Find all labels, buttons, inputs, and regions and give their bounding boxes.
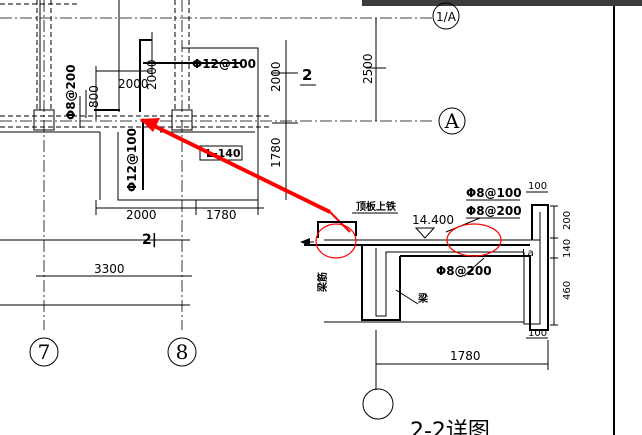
dim-2000-vertical-right: 2000 <box>269 61 283 92</box>
dim-100-bottom: 100 <box>528 328 547 339</box>
title-strip <box>362 0 642 6</box>
section-mark-2: 2 <box>302 66 312 84</box>
dim-2500: 2500 <box>361 53 375 84</box>
dim-1780-vertical: 1780 <box>269 137 283 168</box>
axis-bubble-1a: 1/A <box>432 2 460 30</box>
axis-7-label: 7 <box>38 340 51 364</box>
dim-1780-bottom: 1780 <box>206 208 237 222</box>
section-outline <box>300 204 549 331</box>
axis-8-label: 8 <box>176 340 189 364</box>
side-rebar-label: 梁筋 <box>316 272 329 293</box>
elevation-marker-icon <box>414 227 436 239</box>
axis-bubble-7: 7 <box>29 337 59 367</box>
dim-3300: 3300 <box>94 262 125 276</box>
rebar-left-label: Φ8@200 <box>64 64 78 120</box>
axis-a-label: A <box>444 109 460 133</box>
dim-460: 460 <box>562 281 573 300</box>
section-dimensions <box>352 191 558 390</box>
rebar-2-label: Φ8@200 <box>466 204 522 218</box>
axis-1a-label: 1/A <box>436 10 457 24</box>
dim-140: 140 <box>562 239 573 258</box>
section-caption: 2-2详图 <box>410 419 490 435</box>
dim-800: 800 <box>87 85 101 108</box>
rebar-bottom-label: Φ12@100 <box>125 128 139 192</box>
rebar-top-label: Φ12@100 <box>192 57 256 71</box>
axis-bubble-a: A <box>438 107 466 135</box>
beam-label: 梁 <box>417 292 429 305</box>
rebar-lines <box>79 39 242 190</box>
top-rebar-note: 顶板上铁 <box>356 200 396 213</box>
rebar-1-label: Φ8@100 <box>466 186 522 200</box>
dim-1780-section: 1780 <box>450 349 481 363</box>
dim-100-top: 100 <box>528 181 547 192</box>
axis-lines <box>0 0 432 330</box>
dim-200: 200 <box>562 211 573 230</box>
dim-2000-horizontal: 2000 <box>118 77 149 91</box>
red-pointer-arrow <box>140 118 351 233</box>
axis-bubble-8: 8 <box>167 337 197 367</box>
dim-2000-bottom: 2000 <box>126 208 157 222</box>
section-axis-bubble <box>362 388 394 420</box>
highlight-right <box>446 223 502 257</box>
dim-2000-vertical: 2000 <box>145 59 159 90</box>
plan-dimensions <box>0 18 386 306</box>
section-mark-21: 2| <box>142 232 157 248</box>
wall-outlines <box>0 0 270 133</box>
la-label: La <box>522 248 534 259</box>
highlight-left <box>315 223 357 259</box>
elevation-value: 14.400 <box>412 213 454 227</box>
rebar-3-label: Φ8@200 <box>436 264 492 278</box>
